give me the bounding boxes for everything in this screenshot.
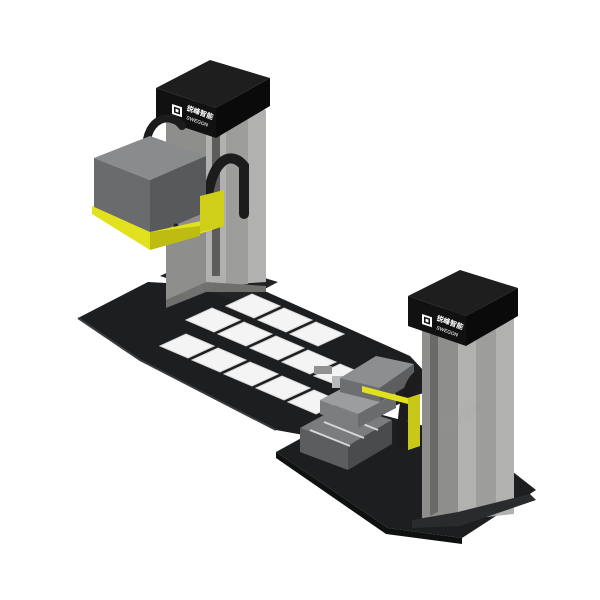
- right-column: 锐峰智能 SWEGON: [408, 270, 536, 528]
- right-arm-assembly: [340, 356, 439, 450]
- left-column-cap: [156, 60, 270, 138]
- left-arm-assembly: [92, 114, 249, 250]
- right-column-cap: [408, 270, 518, 346]
- brand-logo-icon: [172, 104, 182, 118]
- brand-logo-icon-right: [422, 314, 432, 328]
